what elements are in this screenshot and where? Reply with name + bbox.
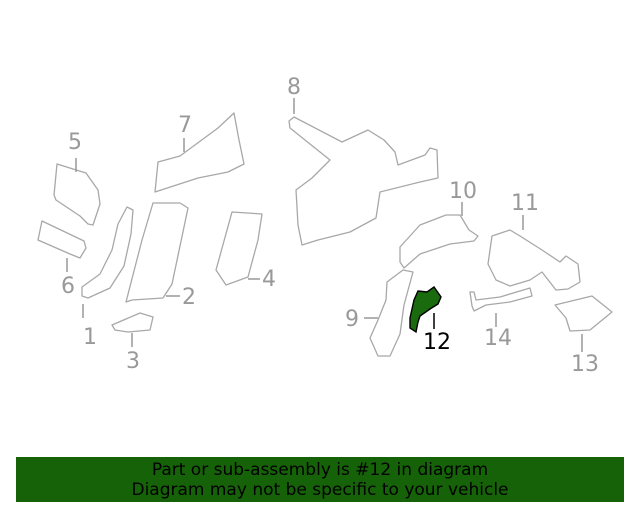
part-9-shape xyxy=(369,269,414,357)
part-3-shape xyxy=(111,312,154,333)
part-14-shape xyxy=(469,287,533,312)
callout-8[interactable]: 8 xyxy=(287,75,301,100)
callout-9[interactable]: 9 xyxy=(345,307,359,332)
part-4-shape xyxy=(215,211,263,286)
callout-3[interactable]: 3 xyxy=(126,349,140,374)
banner-line-part-info: Part or sub-assembly is #12 in diagram xyxy=(151,460,489,480)
part-11-shape xyxy=(487,229,581,291)
part-8-shape xyxy=(288,116,439,246)
callout-6[interactable]: 6 xyxy=(61,274,75,299)
banner-line-disclaimer: Diagram may not be specific to your vehi… xyxy=(131,480,509,500)
parts-illustration xyxy=(37,98,613,357)
callout-7[interactable]: 7 xyxy=(178,113,192,138)
part-10-shape xyxy=(399,214,479,269)
parts-diagram: 1 2 3 4 5 6 7 8 9 10 11 12 13 14 xyxy=(37,75,613,377)
info-banner: Part or sub-assembly is #12 in diagram D… xyxy=(16,457,624,502)
callout-10[interactable]: 10 xyxy=(449,179,477,204)
callout-14[interactable]: 14 xyxy=(484,326,512,351)
part-2-shape xyxy=(125,202,189,303)
callout-1[interactable]: 1 xyxy=(83,325,97,350)
callout-12-highlighted[interactable]: 12 xyxy=(423,330,451,355)
callout-2[interactable]: 2 xyxy=(182,285,196,310)
callout-13[interactable]: 13 xyxy=(571,352,599,377)
part-1-shape xyxy=(81,206,134,299)
callout-11[interactable]: 11 xyxy=(511,191,539,216)
part-6-shape xyxy=(37,220,87,259)
callout-4[interactable]: 4 xyxy=(262,267,276,292)
part-7-shape xyxy=(154,112,245,193)
callout-5[interactable]: 5 xyxy=(68,130,82,155)
part-13-shape xyxy=(554,295,613,332)
part-12-highlighted-shape xyxy=(409,286,442,334)
part-5-shape xyxy=(53,163,101,226)
